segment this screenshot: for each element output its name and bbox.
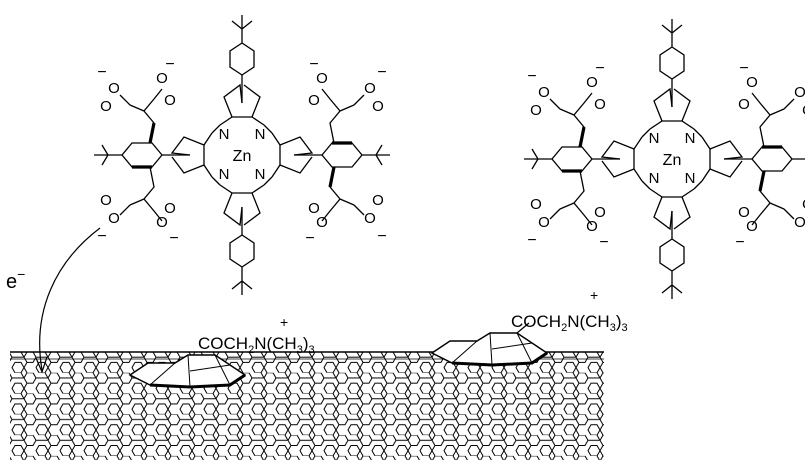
oxygen-atom-label: O (156, 70, 168, 87)
carboxylate-charge-label: − (595, 60, 604, 77)
ammonium-charge-right: + (590, 287, 598, 303)
carboxylate-charge-label: − (169, 230, 178, 247)
carboxylate-charge-label: − (165, 56, 174, 73)
pyrene-anchor-left (128, 354, 247, 389)
ammonium-label-left: COCH2N(CH3)3 (198, 334, 315, 356)
pyrene-anchor-right (430, 322, 549, 367)
oxygen-atom-label: O (308, 92, 320, 109)
nitrogen-atom-label: N (255, 126, 266, 143)
oxygen-atom-label: O (316, 214, 328, 231)
oxygen-atom-label: O (794, 84, 805, 101)
oxygen-atom-label: O (794, 214, 805, 231)
carboxylate-charge-label: − (305, 230, 314, 247)
electron-label: e− (6, 266, 25, 293)
oxygen-atom-label: O (100, 192, 112, 209)
zinc-atom-label: Zn (663, 152, 682, 169)
carboxylate-charge-label: − (599, 234, 608, 251)
oxygen-atom-label: O (164, 200, 176, 217)
oxygen-atom-label: O (530, 102, 542, 119)
nitrogen-atom-label: N (649, 130, 660, 147)
oxygen-atom-label: O (530, 196, 542, 213)
ammonium-label-right: COCH2N(CH3)3 (511, 312, 628, 334)
nitrogen-atom-label: N (219, 166, 230, 183)
oxygen-atom-label: O (538, 214, 550, 231)
carboxylate-charge-label: − (527, 68, 536, 85)
carboxylate-charge-label: − (97, 64, 106, 81)
oxygen-atom-label: O (364, 210, 376, 227)
carbon-nanotube (10, 350, 805, 464)
oxygen-atom-label: O (738, 96, 750, 113)
carboxylate-charge-label: − (735, 234, 744, 251)
oxygen-atom-label: O (802, 196, 805, 213)
nitrogen-atom-label: N (685, 170, 696, 187)
zinc-atom-label: Zn (233, 148, 252, 165)
carboxylate-charge-label: − (377, 64, 386, 81)
ammonium-charge-left: + (280, 314, 288, 330)
oxygen-atom-label: O (538, 84, 550, 101)
oxygen-atom-label: O (308, 200, 320, 217)
nitrogen-atom-label: N (219, 126, 230, 143)
oxygen-atom-label: O (586, 218, 598, 235)
electron-transfer-arrow (35, 227, 101, 374)
nitrogen-atom-label: N (255, 166, 266, 183)
oxygen-atom-label: O (372, 98, 384, 115)
oxygen-atom-label: O (108, 80, 120, 97)
oxygen-atom-label: O (372, 192, 384, 209)
oxygen-atom-label: O (738, 204, 750, 221)
oxygen-atom-label: O (316, 70, 328, 87)
carboxylate-charge-label: − (527, 232, 536, 249)
oxygen-atom-label: O (164, 92, 176, 109)
oxygen-atom-label: O (802, 102, 805, 119)
oxygen-atom-label: O (746, 218, 758, 235)
oxygen-atom-label: O (586, 74, 598, 91)
nitrogen-atom-label: N (685, 130, 696, 147)
oxygen-atom-label: O (746, 74, 758, 91)
carboxylate-charge-label: − (97, 228, 106, 245)
carboxylate-charge-label: − (739, 60, 748, 77)
carboxylate-charge-label: − (377, 228, 386, 245)
oxygen-atom-label: O (594, 96, 606, 113)
oxygen-atom-label: O (156, 214, 168, 231)
oxygen-atom-label: O (364, 80, 376, 97)
oxygen-atom-label: O (594, 204, 606, 221)
carboxylate-charge-label: − (309, 56, 318, 73)
oxygen-atom-label: O (108, 210, 120, 227)
oxygen-atom-label: O (100, 98, 112, 115)
nitrogen-atom-label: N (649, 170, 660, 187)
